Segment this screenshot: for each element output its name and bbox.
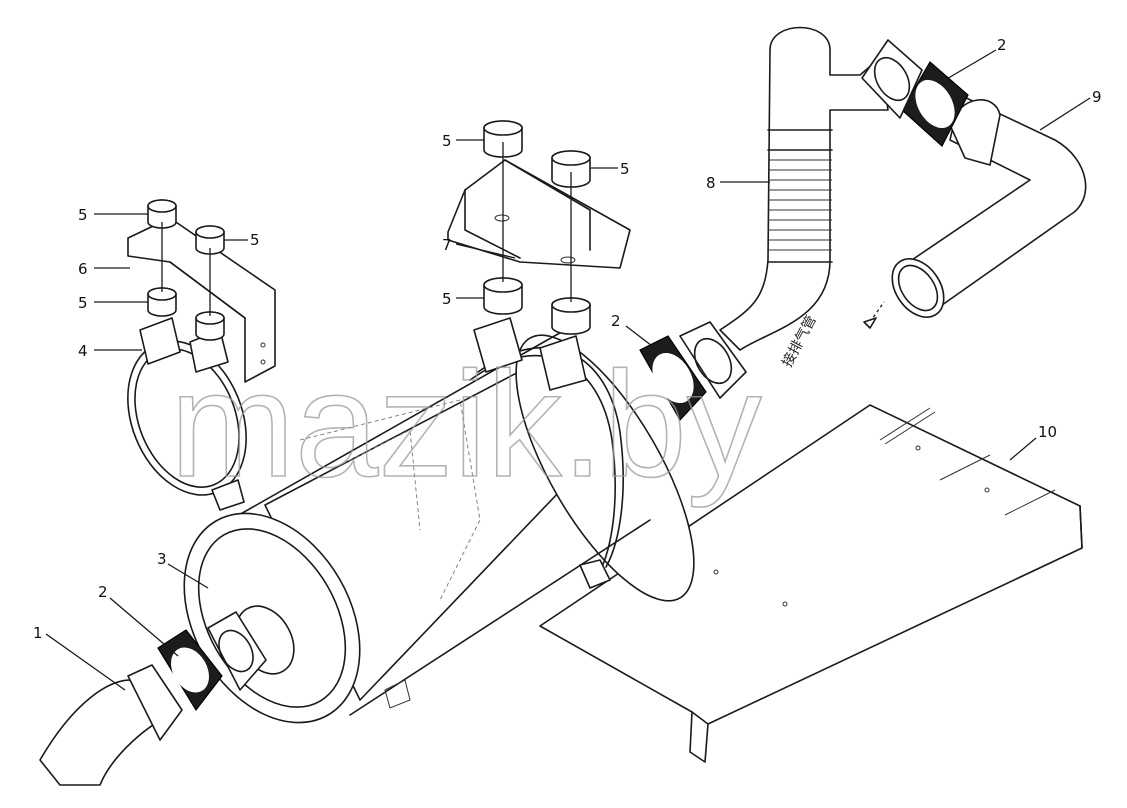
gasket: [901, 61, 969, 147]
callout-labels: 1 2 2 2 3 4 5 5 5 5 5 5 6 7 8 9 10: [33, 36, 1102, 642]
callout-2: 2: [997, 36, 1007, 54]
callout-7: 7: [442, 236, 452, 254]
callout-6: 6: [78, 260, 88, 278]
callout-5: 5: [442, 290, 452, 308]
callout-9: 9: [1092, 88, 1102, 106]
callout-4: 4: [78, 342, 88, 360]
callout-8: 8: [706, 174, 716, 192]
callout-5: 5: [250, 231, 260, 249]
callout-5: 5: [442, 132, 452, 150]
front-strap-clamp: [127, 317, 247, 511]
callout-2: 2: [98, 583, 108, 601]
rear-bracket: [447, 159, 631, 269]
heat-shield-plate: [539, 404, 1083, 763]
inlet-pipe: [39, 664, 183, 786]
callout-5: 5: [78, 206, 88, 224]
callout-5: 5: [78, 294, 88, 312]
rubber-mount: [473, 120, 591, 391]
watermark: mazik.by: [170, 340, 762, 508]
rubber-mount: [147, 199, 225, 341]
gasket: [639, 335, 707, 422]
tail-pipe: [891, 94, 1087, 318]
callout-3: 3: [157, 550, 167, 568]
callout-1: 1: [33, 624, 43, 642]
pipe-flange: [207, 39, 923, 691]
flex-pipe: [719, 26, 889, 351]
leader-lines: [45, 49, 1091, 691]
gasket: [157, 629, 223, 712]
callout-5: 5: [620, 160, 630, 178]
muffler: [183, 329, 695, 724]
callout-2: 2: [611, 312, 621, 330]
muffler-strap-rear: [469, 346, 624, 589]
callout-10: 10: [1038, 423, 1057, 441]
